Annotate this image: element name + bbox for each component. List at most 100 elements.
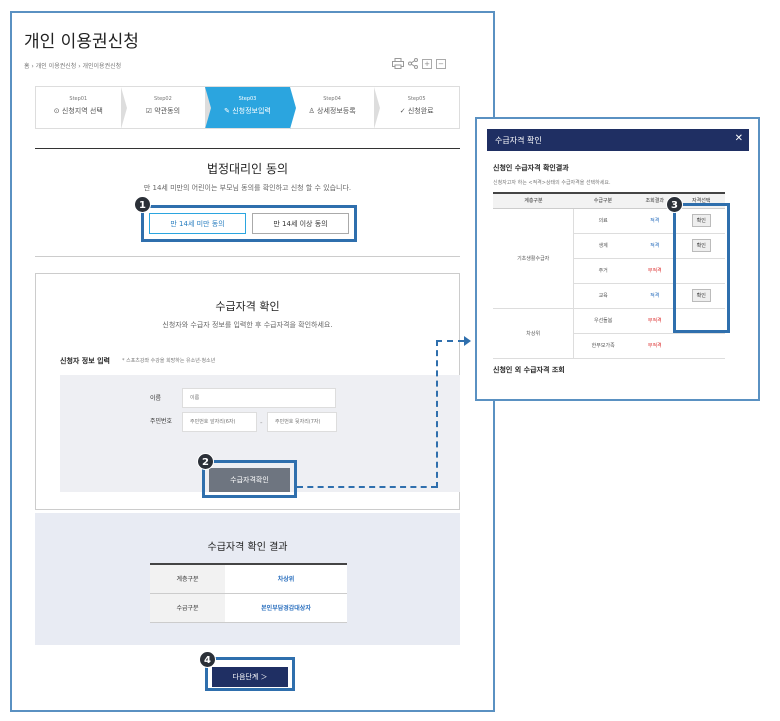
step-3: Step03 ✎ 신청정보입력	[205, 87, 296, 129]
table-row: 주거 부적격	[493, 258, 725, 284]
result-cell: 적격	[632, 208, 678, 234]
step-number: Step05	[407, 96, 426, 102]
step-label: ⊙ 신청지역 선택	[53, 107, 103, 115]
user-icon: ♙	[308, 107, 315, 115]
group-cell: 기초생활수급자	[493, 208, 575, 309]
check-eligibility-button[interactable]: 수급자격확인	[209, 468, 290, 492]
map-pin-icon: ⊙	[53, 107, 60, 115]
step-2: Step02☑ 약관동의	[121, 87, 211, 129]
popup-note: 신청자고자 하는 <적격>상태의 수급자격을 선택하세요.	[493, 180, 611, 186]
connector-line	[436, 340, 464, 342]
popup-more-heading: 신청인 외 수급자격 조회	[493, 365, 565, 374]
check-button-highlight: 수급자격확인	[202, 460, 297, 498]
connector-line	[297, 486, 437, 488]
result-cell: 부적격	[632, 308, 678, 334]
rrn-front-input[interactable]	[182, 412, 257, 432]
select-cell	[677, 258, 725, 284]
table-row: 생계 적격 확인	[493, 233, 725, 259]
step-number: Step01	[69, 96, 88, 102]
table-row: 한부모가족 부적격	[493, 333, 725, 359]
callout-badge-4: 4	[199, 651, 216, 668]
popup-subtitle: 신청인 수급자격 확인결과	[493, 164, 569, 172]
popup-table: 계층구분 수급구분 조회결과 자격선택 기초생활수급자 의료 적격 확인 생계 …	[493, 192, 725, 359]
step-indicator: Step01 ⊙ 신청지역 선택 Step02☑ 약관동의 Step03 ✎ 신청정…	[35, 86, 460, 129]
select-button[interactable]: 확인	[691, 289, 711, 302]
applicant-info-label: 신청자 정보 입력	[60, 357, 110, 365]
step-5: Step05✓ 신청완료	[374, 87, 459, 128]
name-input[interactable]	[182, 388, 336, 408]
over-14-agree-button[interactable]: 만 14세 이상 동의	[252, 213, 349, 234]
table-row: 차상위 우선돌봄 부적격	[493, 308, 725, 359]
connector-line	[436, 340, 438, 488]
result-key: 계층구분	[150, 564, 225, 594]
rrn-back-input[interactable]	[267, 412, 337, 432]
result-heading: 수급자격 확인 결과	[207, 542, 288, 553]
step-1: Step01 ⊙ 신청지역 선택	[36, 87, 127, 129]
pencil-icon: ✎	[224, 107, 230, 115]
zoom-out-button[interactable]: −	[436, 58, 446, 69]
share-icon[interactable]	[408, 58, 418, 69]
select-cell: 확인	[677, 283, 725, 309]
step-number: Step04	[323, 96, 341, 102]
select-column-highlight	[673, 203, 730, 333]
step-number: Step02	[154, 96, 172, 102]
select-cell: 확인	[677, 208, 725, 234]
column-header: 수급구분	[573, 193, 632, 209]
type-cell: 한부모가족	[573, 333, 632, 359]
rrn-label: 주민번호	[150, 418, 173, 425]
result-cell: 부적격	[632, 333, 678, 359]
step-4: Step04 ♙ 상세정보등록	[290, 87, 380, 129]
next-step-button[interactable]: 다음단계 ＞	[212, 667, 288, 687]
table-header-row: 계층구분 수급구분 조회결과 자격선택	[493, 193, 725, 209]
result-cell: 적격	[632, 283, 678, 309]
print-icon[interactable]	[392, 58, 404, 69]
callout-badge-2: 2	[197, 453, 214, 470]
step-label: ♙ 상세정보등록	[308, 107, 356, 115]
eligibility-popup: 수급자격 확인 ✕ 신청인 수급자격 확인결과 신청자고자 하는 <적격>상태의…	[475, 117, 760, 401]
select-button[interactable]: 확인	[691, 214, 711, 227]
popup-header: 수급자격 확인 ✕	[487, 129, 749, 151]
callout-badge-1: 1	[134, 196, 151, 213]
group-cell: 차상위	[493, 308, 575, 359]
page-title: 개인 이용권신청	[24, 32, 139, 52]
name-label: 이름	[150, 395, 162, 402]
select-cell: 확인	[677, 233, 725, 259]
type-cell: 의료	[573, 208, 632, 234]
next-button-highlight: 다음단계 ＞	[205, 657, 295, 691]
select-button[interactable]: 확인	[691, 239, 711, 252]
step-number: Step03	[238, 96, 257, 102]
rrn-dash: -	[260, 419, 263, 427]
legal-heading: 법정대리인 동의	[206, 162, 289, 176]
step-label: ✎ 신청정보입력	[224, 107, 271, 115]
close-icon[interactable]: ✕	[734, 133, 743, 144]
under-14-agree-button[interactable]: 만 14세 미만 동의	[149, 213, 246, 234]
checkbox-icon: ☑	[145, 107, 153, 115]
eligibility-heading: 수급자격 확인	[215, 300, 280, 313]
result-cell: 적격	[632, 233, 678, 259]
type-cell: 생계	[573, 233, 632, 259]
applicant-info-note: * 스포츠강좌 수강을 희망하는 유소년·청소년	[122, 358, 216, 364]
legal-description: 만 14세 미만의 어린이는 부모님 동의를 확인하고 신청 할 수 있습니다.	[143, 184, 352, 192]
eligibility-description: 신청자와 수급자 정보를 입력한 후 수급자격을 확인하세요.	[162, 321, 333, 329]
result-value: 차상위	[225, 564, 347, 594]
callout-badge-3: 3	[666, 196, 683, 213]
result-value: 본인부담경감대상자	[225, 593, 347, 623]
divider	[35, 256, 460, 257]
type-cell: 교육	[573, 283, 632, 309]
type-cell: 주거	[573, 258, 632, 284]
zoom-in-button[interactable]: +	[422, 58, 432, 69]
agree-button-group: 만 14세 미만 동의 만 14세 이상 동의	[141, 205, 357, 242]
table-row: 교육 적격 확인	[493, 283, 725, 309]
page-tools: + −	[392, 58, 446, 69]
type-cell: 우선돌봄	[573, 308, 632, 334]
popup-content: 수급자격 확인 ✕ 신청인 수급자격 확인결과 신청자고자 하는 <적격>상태의…	[487, 129, 749, 394]
result-cell: 부적격	[632, 258, 678, 284]
check-circle-icon: ✓	[399, 107, 406, 115]
arrow-icon	[464, 336, 471, 346]
result-key: 수급구분	[150, 593, 225, 623]
select-cell	[677, 333, 725, 359]
breadcrumb[interactable]: 홈 › 개인 이용권신청 › 개인이용권신청	[24, 63, 122, 70]
